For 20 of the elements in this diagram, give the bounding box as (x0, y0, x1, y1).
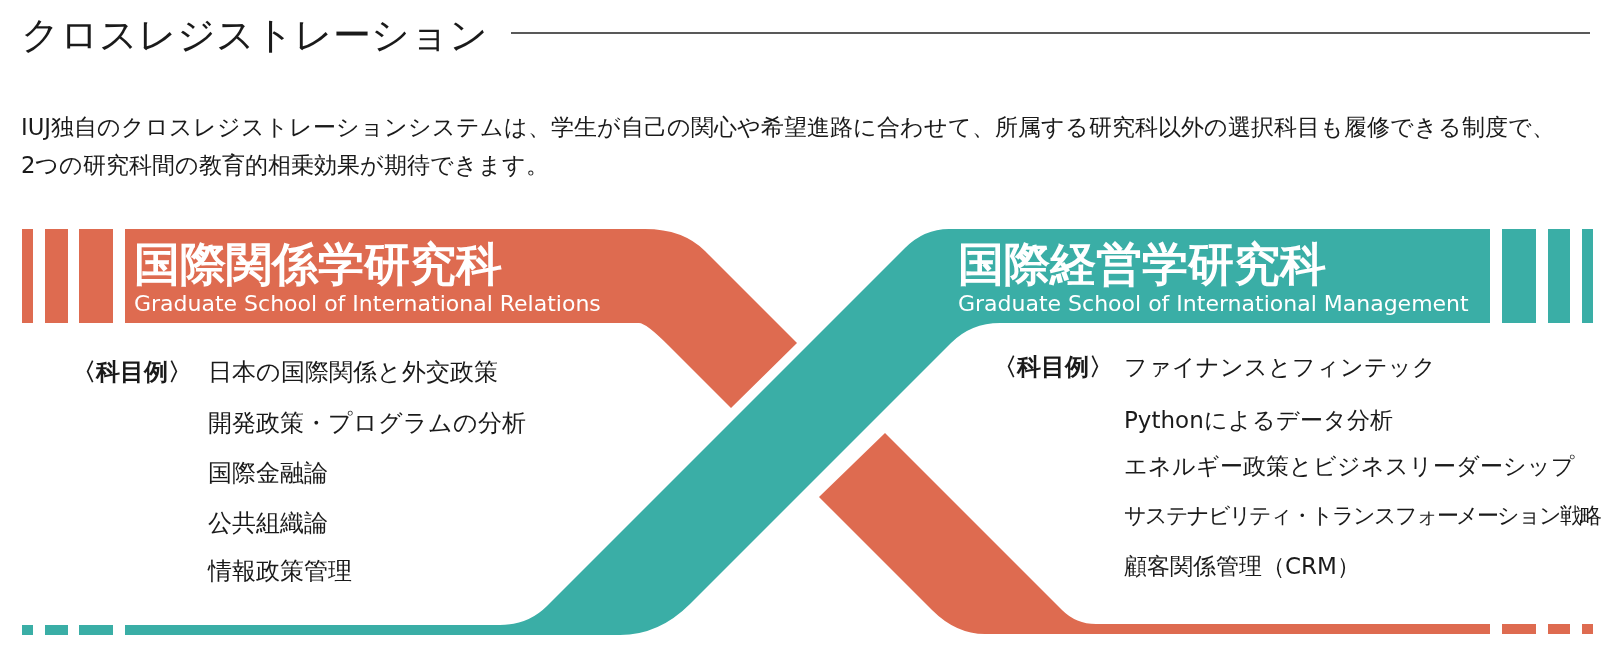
course-name: 国際金融論 (208, 458, 328, 489)
school-subtitle: Graduate School of International Relations (134, 290, 601, 318)
course-name: サステナビリティ・トランスフォーメーション戦略 (1124, 502, 1600, 530)
course-name: 開発政策・プログラムの分析 (208, 408, 526, 439)
course-name: 日本の国際関係と外交政策 (208, 357, 498, 388)
list-heading: 〈科目例〉 (993, 352, 1113, 383)
course-name: 顧客関係管理（CRM） (1124, 552, 1360, 581)
course-name: 情報政策管理 (208, 556, 352, 587)
course-name: ファイナンスとフィンテック (1124, 353, 1436, 382)
header-band (125, 229, 640, 323)
course-name: 公共組織論 (208, 508, 328, 539)
school-subtitle: Graduate School of International Management (958, 290, 1469, 318)
course-name: Pythonによるデータ分析 (1124, 406, 1393, 435)
course-name: エネルギー政策とビジネスリーダーシップ (1124, 452, 1575, 481)
page-title: クロスレジストレーション (21, 12, 488, 58)
school-heading: 国際経営学研究科 (958, 237, 1326, 291)
intro-paragraph: IUJ独自のクロスレジストレーションシステムは、学生が自己の関心や希望進路に合わせて、所属する研究科以外の選択科目も履修できる制度で、2つの研究科間の教育的相乗効果が期待できます。 (21, 113, 1557, 180)
header-band (948, 229, 1490, 323)
list-heading: 〈科目例〉 (72, 357, 192, 388)
school-heading: 国際関係学研究科 (134, 237, 502, 291)
